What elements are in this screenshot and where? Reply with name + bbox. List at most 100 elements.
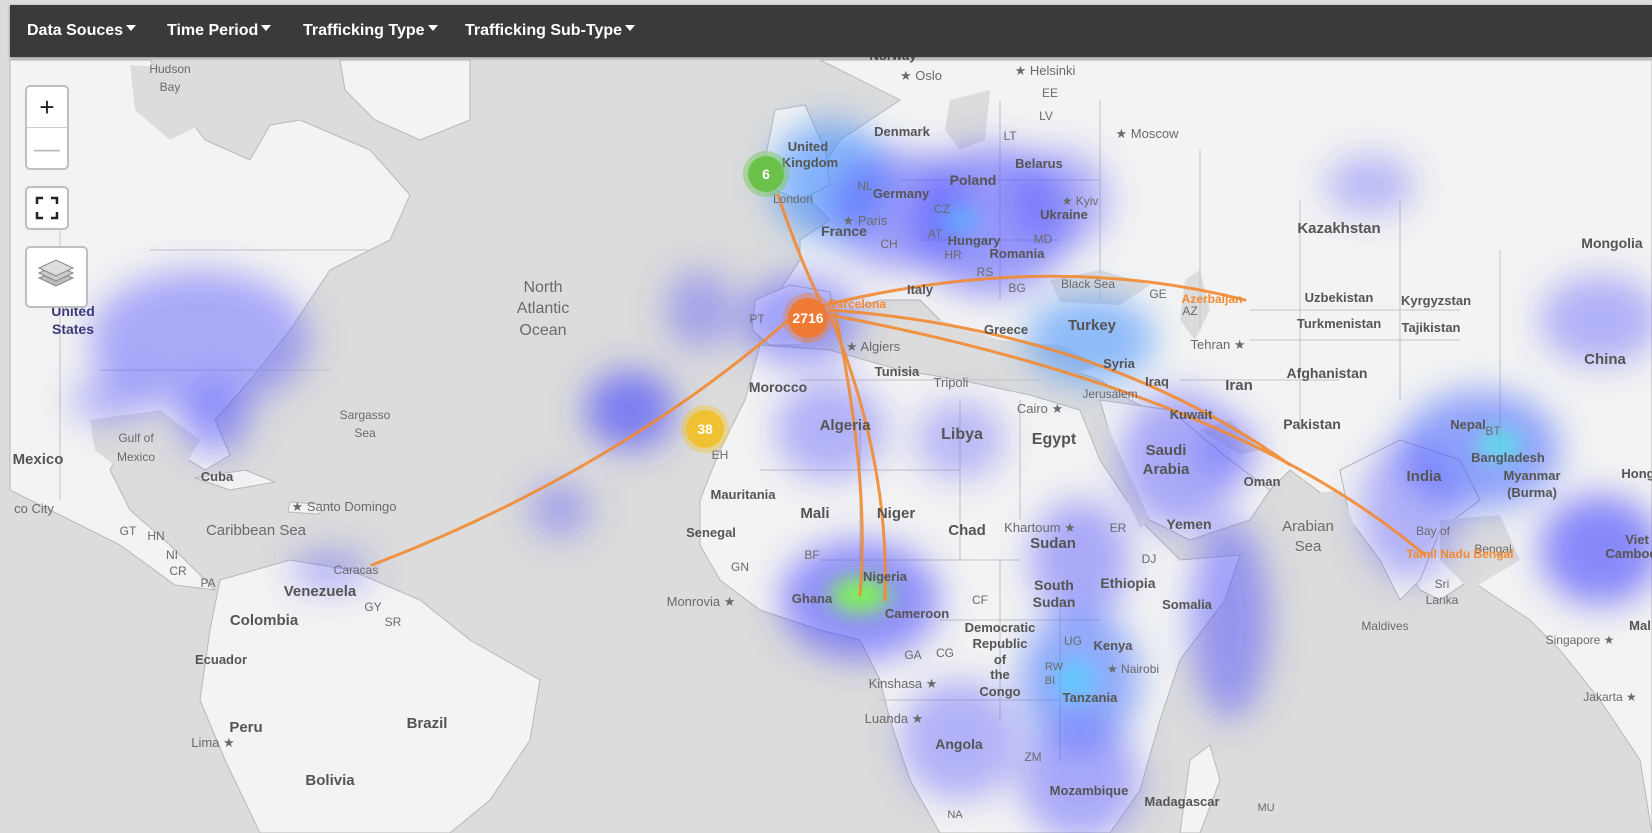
map-place-label: Belarus	[1015, 156, 1063, 171]
map-place-label: Iraq	[1145, 374, 1169, 389]
map-place-label: HR	[944, 248, 962, 262]
map-place-label: ZM	[1024, 750, 1041, 764]
map-place-label: Jerusalem	[1082, 387, 1137, 401]
map-place-label: Brazil	[407, 715, 448, 732]
map-place-label: RW	[1045, 661, 1064, 673]
fullscreen-button[interactable]	[25, 186, 69, 230]
menu-trafficking-type[interactable]: Trafficking Type	[303, 22, 438, 40]
map-place-label: Gulf of	[118, 431, 154, 445]
map-place-label: UG	[1064, 634, 1082, 648]
map-place-label: EH	[712, 448, 729, 462]
map-place-label: Denmark	[874, 124, 930, 139]
map-place-label: Iran	[1225, 377, 1253, 394]
map-place-label: Hong	[1621, 466, 1652, 481]
map-place-label: Senegal	[686, 525, 736, 540]
map-place-label: Romania	[990, 246, 1046, 261]
map-place-label: AT	[928, 227, 943, 241]
layers-icon	[37, 259, 75, 287]
svg-text:Tamil Nadu Bengal: Tamil Nadu Bengal	[1406, 547, 1513, 561]
map-place-label: India	[1406, 468, 1442, 485]
menu-trafficking-sub-type[interactable]: Trafficking Sub-Type	[465, 22, 636, 40]
svg-text:Azerbaijan: Azerbaijan	[1182, 292, 1243, 306]
map-place-label: HN	[147, 529, 164, 543]
map-place-label: Cameroon	[885, 606, 949, 621]
top-menu-bar: Data Souces Time Period Trafficking Type…	[10, 5, 1652, 57]
map-place-label: Poland	[950, 172, 997, 188]
layers-button[interactable]	[25, 246, 88, 308]
map-place-label: Lanka	[1426, 593, 1459, 607]
cluster-marker-yellow[interactable]: 38	[681, 405, 729, 453]
map-place-label: Mexico	[117, 450, 155, 464]
map-place-label: Italy	[907, 282, 934, 297]
map-place-label: Sudan	[1030, 535, 1076, 552]
map-place-label: Republic	[973, 636, 1028, 651]
map-place-label: ER	[1110, 521, 1127, 535]
map-place-label: AZ	[1182, 304, 1197, 318]
map-place-label: London	[773, 192, 813, 206]
sea-baltic	[945, 90, 990, 150]
map-place-label: Turkey	[1068, 317, 1117, 334]
zoom-out-button[interactable]: —	[27, 127, 67, 168]
heatmap-layer	[70, 120, 1652, 833]
map-place-label: BG	[1008, 281, 1025, 295]
map-place-label: GN	[731, 560, 749, 574]
land-madagascar	[1179, 744, 1221, 833]
cluster-marker-orange[interactable]: 2716	[783, 293, 833, 343]
map-place-label: Somalia	[1162, 597, 1213, 612]
map-place-label: LV	[1039, 109, 1053, 123]
map-place-label: Ghana	[792, 591, 833, 606]
map-place-label: Ukraine	[1040, 207, 1088, 222]
map-place-label: Ecuador	[195, 652, 247, 667]
map-place-label: Camboc	[1605, 546, 1652, 561]
map-place-label: Mali	[800, 505, 829, 522]
map-place-label: South	[1034, 577, 1074, 593]
map-place-label: Turkmenistan	[1297, 316, 1381, 331]
map-place-label: Mongolia	[1581, 235, 1643, 251]
map-place-label: CG	[936, 646, 954, 660]
map-place-label: Sudan	[1033, 594, 1076, 610]
map-place-label: Sri	[1435, 577, 1450, 591]
cluster-count: 6	[748, 156, 784, 192]
map-place-label: Angola	[935, 736, 983, 752]
menu-time-period[interactable]: Time Period	[167, 22, 272, 40]
map-place-label: Ethiopia	[1100, 575, 1155, 591]
map-place-label: Kyrgyzstan	[1401, 293, 1471, 308]
caret-down-icon	[126, 25, 137, 31]
map-place-label: MD	[1034, 232, 1053, 246]
map-place-label: Luanda ★	[865, 711, 924, 726]
map-place-label: Greece	[984, 322, 1028, 337]
map-place-label: China	[1584, 351, 1626, 368]
map-place-label: Kuwait	[1170, 407, 1213, 422]
map-place-label: Tunisia	[875, 364, 920, 379]
zoom-in-button[interactable]: +	[39, 92, 55, 122]
map-place-label: Niger	[877, 505, 916, 522]
map-place-label: ★ Kyiv	[1062, 194, 1099, 208]
map-place-label: Algeria	[820, 417, 872, 434]
map-place-label: Viet	[1625, 532, 1649, 547]
map-place-label: Libya	[941, 426, 983, 443]
map-place-label: Monrovia ★	[667, 594, 736, 609]
map-place-label: GA	[904, 648, 921, 662]
map-place-label: Myanmar	[1503, 468, 1560, 483]
map-place-label: Hungary	[948, 233, 1002, 248]
map-place-label: Caracas	[334, 563, 379, 577]
map-place-label: (Burma)	[1507, 485, 1557, 500]
map-place-label: Maldives	[1361, 619, 1408, 633]
map-place-label: GE	[1149, 287, 1166, 301]
map-place-label: PA	[200, 576, 215, 590]
map-place-label: Mauritania	[710, 487, 776, 502]
land-greenland	[339, 59, 471, 141]
map-place-label: GY	[364, 600, 381, 614]
cluster-marker-green[interactable]: 6	[743, 151, 789, 197]
map-place-label: MU	[1257, 802, 1274, 814]
map-place-label: Bay of	[1416, 524, 1451, 538]
menu-data-sources-label: Data Souces	[27, 22, 124, 39]
map-place-label: Sea	[354, 426, 376, 440]
menu-time-period-label: Time Period	[167, 22, 259, 39]
map-place-label: Atlantic	[517, 300, 569, 317]
menu-data-sources[interactable]: Data Souces	[27, 22, 137, 40]
map-place-label: Hudson	[149, 62, 190, 76]
caret-down-icon	[427, 25, 438, 31]
map-place-label: Germany	[873, 186, 930, 201]
